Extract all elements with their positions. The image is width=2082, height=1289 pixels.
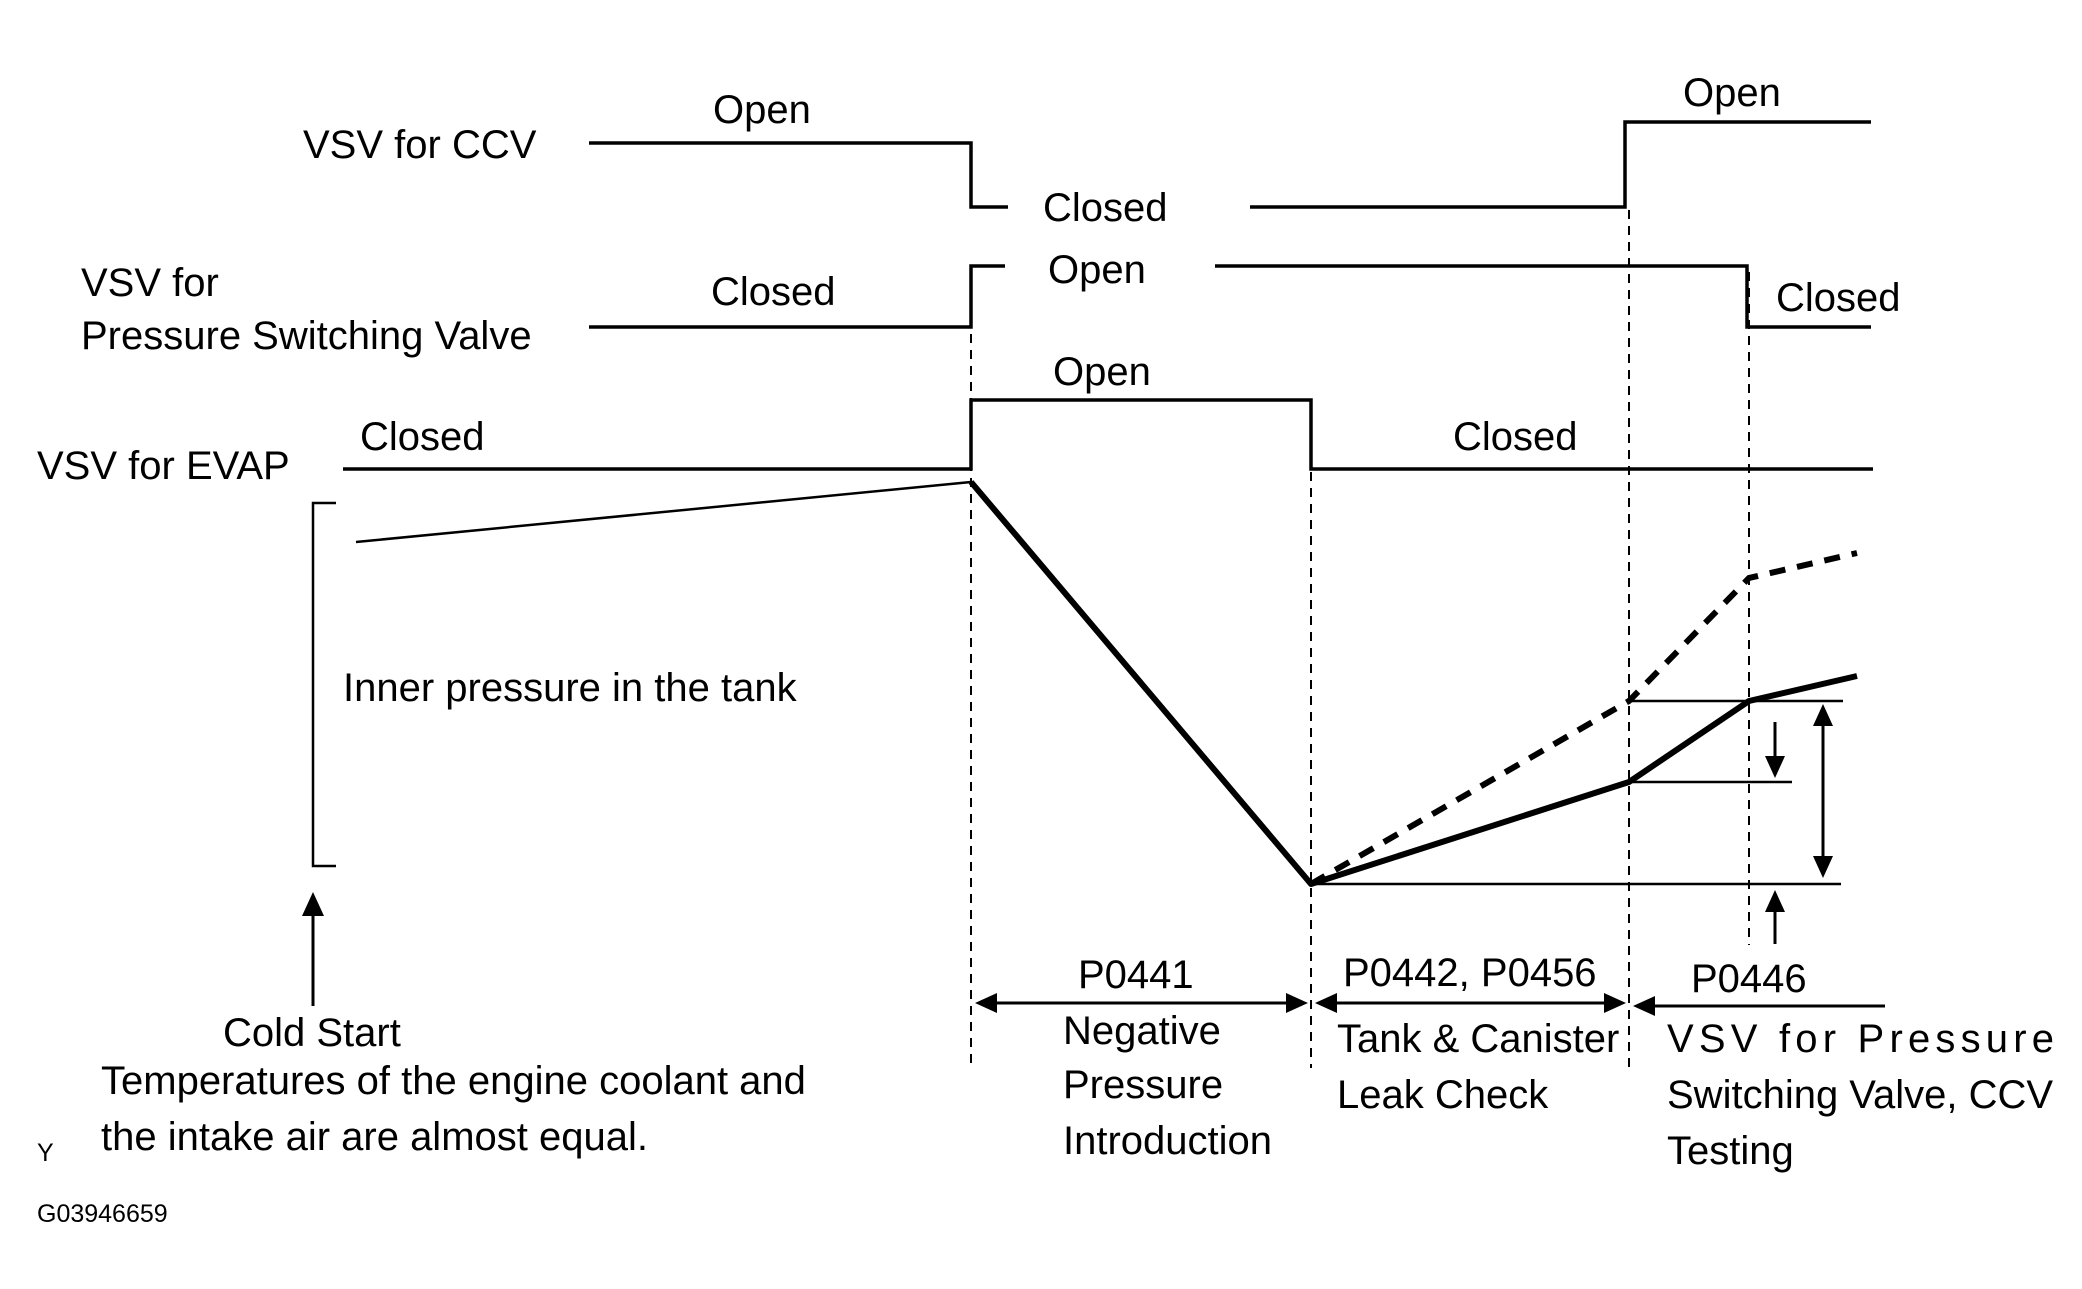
cold-start-arrow: [302, 892, 324, 1006]
evap-waveform: [343, 398, 1873, 471]
tank-pressure-bracket: [311, 501, 336, 868]
phase-p0442-line1: Tank & Canister: [1337, 1017, 1619, 1061]
psv-signal-label-line1: VSV for: [81, 261, 219, 305]
phase-span-arrow-p0442: [1315, 993, 1626, 1013]
phase-p0441-line3: Introduction: [1063, 1119, 1272, 1163]
psv-state-open: Open: [1048, 248, 1146, 292]
phase-p0446-code: P0446: [1691, 957, 1807, 1001]
evap-state-open: Open: [1053, 350, 1151, 394]
tank-pressure-dashed-curve: [1309, 550, 1858, 887]
phase-p0442-code: P0442, P0456: [1343, 951, 1597, 995]
phase-p0441-code: P0441: [1078, 953, 1194, 997]
pressure-reference-lines: [1311, 699, 1843, 886]
tank-pressure-label: Inner pressure in the tank: [343, 666, 798, 710]
figure-id: G03946659: [37, 1200, 168, 1228]
ccv-state-open-2: Open: [1683, 71, 1781, 115]
phase-p0442-line2: Leak Check: [1337, 1073, 1549, 1117]
psv-waveform: [589, 264, 1871, 329]
phase-p0446-line2: Switching Valve, CCV: [1667, 1073, 2053, 1117]
ccv-waveform: [589, 120, 1871, 209]
evap-state-closed-2: Closed: [1453, 415, 1578, 459]
cold-start-note-line1: Temperatures of the engine coolant and: [101, 1059, 806, 1103]
phase-divider-lines: [970, 210, 1750, 1068]
psv-signal-label-line2: Pressure Switching Valve: [81, 314, 532, 358]
psv-state-closed-2: Closed: [1776, 276, 1901, 320]
pressure-drop-arrow: [1765, 722, 1785, 778]
evap-state-closed: Closed: [360, 415, 485, 459]
phase-p0441-line1: Negative: [1063, 1009, 1221, 1053]
phase-p0446-line3: Testing: [1667, 1129, 1794, 1173]
cold-start-note-line2: the intake air are almost equal.: [101, 1115, 648, 1159]
pressure-rise-arrow: [1765, 890, 1785, 944]
ccv-signal-label: VSV for CCV: [303, 123, 537, 167]
pressure-range-double-arrow: [1813, 704, 1833, 878]
ccv-state-closed: Closed: [1043, 186, 1168, 230]
footer-mark: Y: [37, 1139, 54, 1167]
psv-state-closed: Closed: [711, 270, 836, 314]
evap-signal-label: VSV for EVAP: [37, 444, 290, 488]
phase-p0441-line2: Pressure: [1063, 1063, 1223, 1107]
phase-span-arrow-p0446: [1633, 996, 1885, 1016]
cold-start-label: Cold Start: [223, 1011, 401, 1055]
phase-span-arrow-p0441: [975, 993, 1308, 1013]
phase-p0446-line1: VSV for Pressure: [1667, 1017, 2054, 1061]
ccv-state-open: Open: [713, 88, 811, 132]
tank-pressure-rise-line: [355, 480, 972, 544]
